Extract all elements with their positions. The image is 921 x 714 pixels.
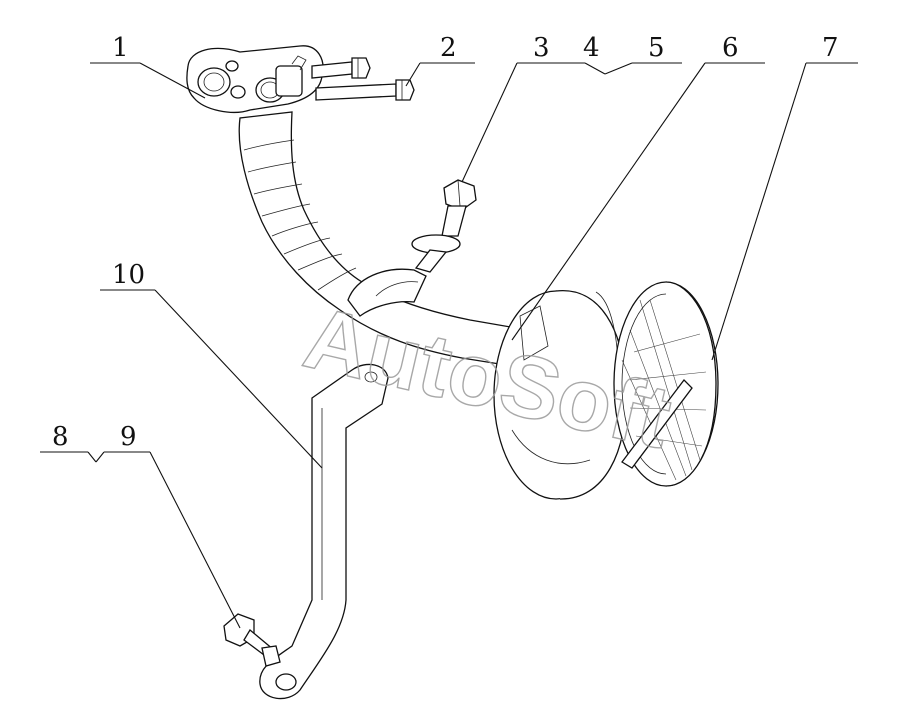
bolt-nut-part xyxy=(223,613,281,667)
callout-5: 5 xyxy=(648,33,665,63)
callout-labels: 1 2 3 4 5 6 7 8 9 10 xyxy=(52,33,839,452)
suction-pipe xyxy=(238,111,529,367)
flange-part xyxy=(186,45,324,113)
callout-9: 9 xyxy=(120,422,137,452)
callout-7: 7 xyxy=(822,33,839,63)
callout-4: 4 xyxy=(583,33,600,63)
leader-lines xyxy=(40,62,858,629)
bolt-washer-part xyxy=(411,179,477,273)
callout-8: 8 xyxy=(52,422,69,452)
watermark: AutoSoft xyxy=(296,287,680,467)
bolts-part xyxy=(311,57,415,101)
bracket-part xyxy=(259,363,389,700)
callout-3: 3 xyxy=(533,33,550,63)
callout-10: 10 xyxy=(112,260,145,290)
callout-1: 1 xyxy=(112,33,129,63)
callout-2: 2 xyxy=(440,33,457,63)
strainer-screen xyxy=(613,281,719,487)
strainer-housing xyxy=(493,290,627,500)
callout-6: 6 xyxy=(722,33,739,63)
